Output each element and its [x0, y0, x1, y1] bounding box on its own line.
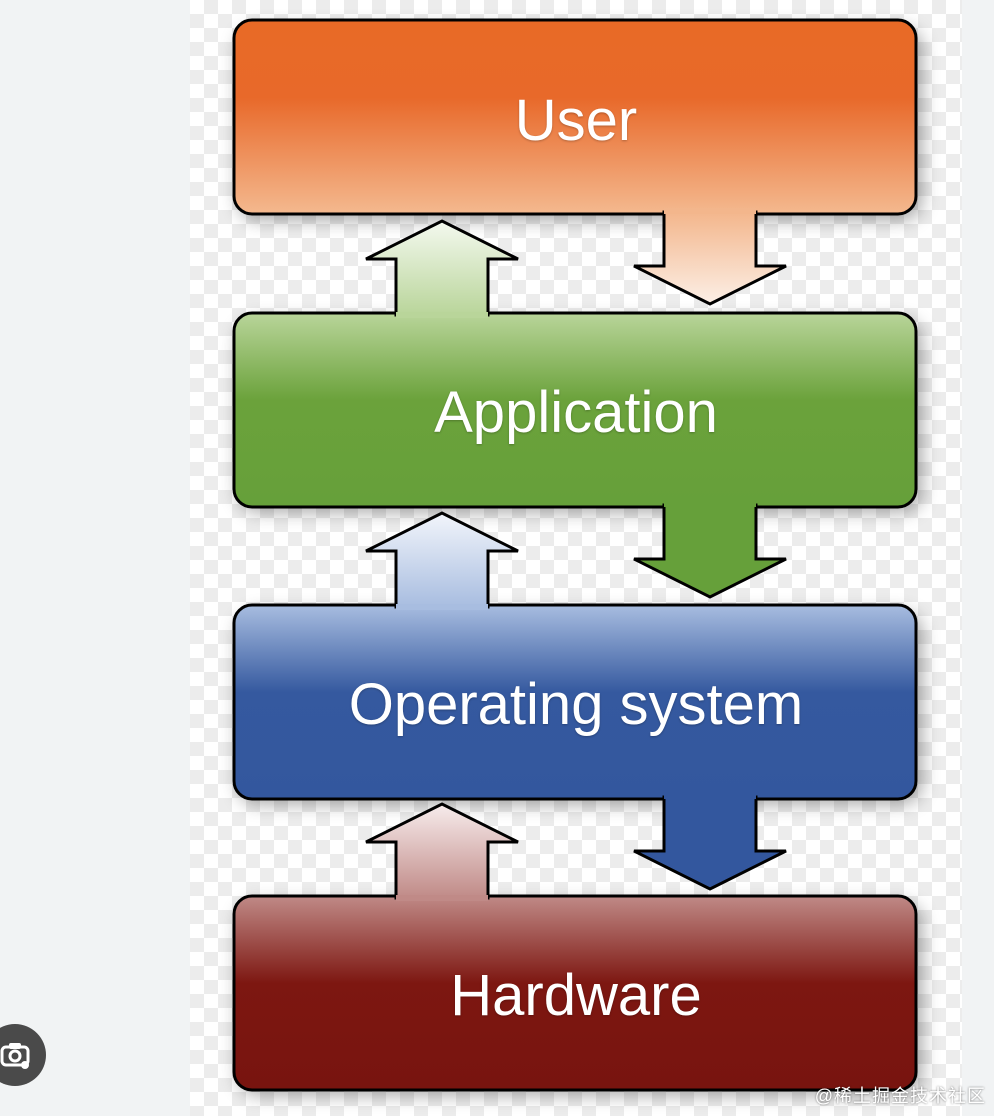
layer-label-application: Application — [434, 380, 718, 445]
watermark: @稀土掘金技术社区 — [814, 1086, 986, 1106]
layer-label-user: User — [514, 88, 638, 153]
user-box — [232, 18, 918, 216]
hardware-box — [232, 894, 918, 1092]
arrow-up-hardware-to-os — [365, 802, 519, 900]
camera-search-icon — [0, 1043, 30, 1069]
layer-label-operating-system: Operating system — [348, 672, 804, 737]
arrow-down-os-to-hardware — [633, 795, 787, 891]
arrow-up-os-to-application — [365, 511, 519, 609]
application-box — [232, 311, 918, 509]
arrow-down-application-to-os — [633, 503, 787, 599]
arrow-up-application-to-user — [365, 219, 519, 317]
layer-label-hardware: Hardware — [450, 963, 702, 1028]
operating-system-box — [232, 603, 918, 801]
arrow-down-user-to-application — [633, 210, 787, 306]
